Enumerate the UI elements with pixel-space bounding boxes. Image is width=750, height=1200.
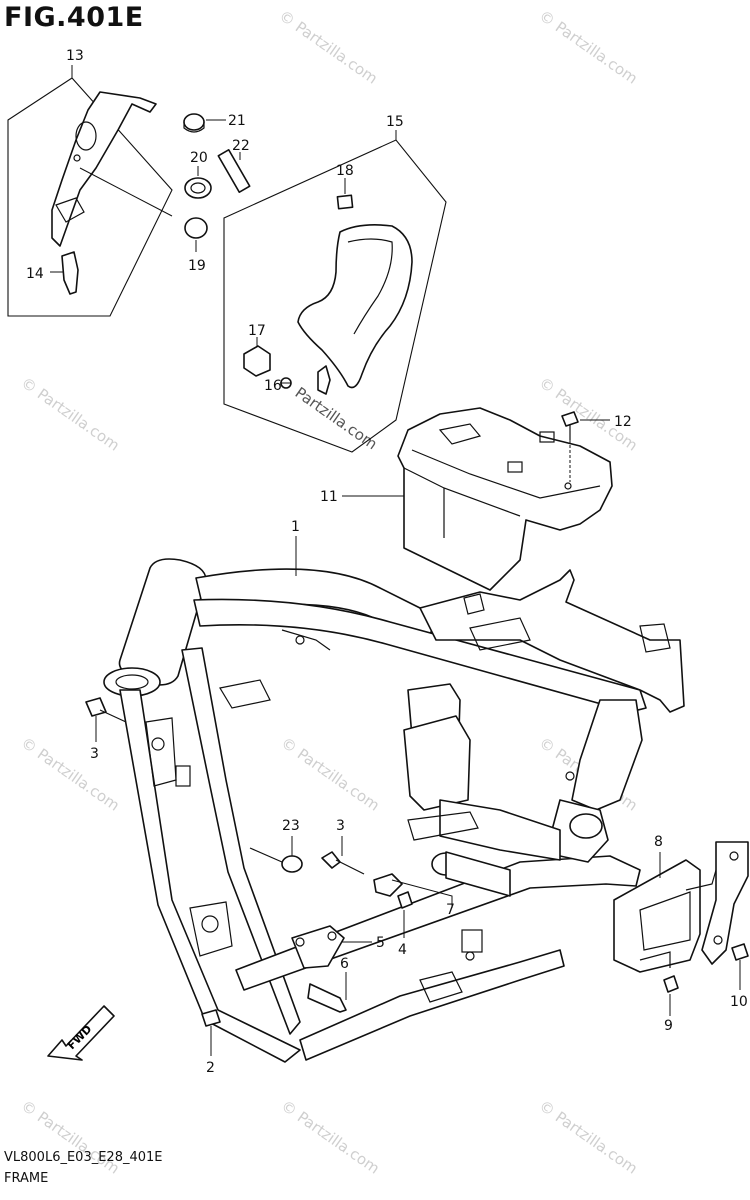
watermark: © Partzilla.com [536, 1097, 641, 1178]
callout-4: 4 [398, 942, 407, 958]
watermark: © Partzilla.com [536, 7, 641, 88]
callout-10: 10 [730, 994, 748, 1010]
callout-5: 5 [376, 935, 385, 951]
callout-3b: 3 [336, 818, 345, 834]
callout-18: 18 [336, 163, 354, 179]
callout-2: 2 [206, 1060, 215, 1076]
callout-9: 9 [664, 1018, 673, 1034]
callout-22: 22 [232, 138, 250, 154]
watermark: © Partzilla.com [278, 734, 383, 815]
fasteners [85, 697, 453, 1056]
watermark: © Partzilla.com [278, 1097, 383, 1178]
callout-7: 7 [446, 902, 455, 918]
callout-14: 14 [26, 266, 44, 282]
cover-group-13 [7, 65, 173, 317]
callout-17: 17 [248, 323, 266, 339]
bracket-group-8 [613, 841, 749, 1016]
callout-1: 1 [291, 519, 300, 535]
callout-23: 23 [282, 818, 300, 834]
small-parts-19-22 [183, 113, 251, 252]
callout-3a: 3 [90, 746, 99, 762]
bolt-12 [561, 411, 610, 482]
callout-6: 6 [340, 956, 349, 972]
callout-20: 20 [190, 150, 208, 166]
watermark: © Partzilla.com [276, 7, 381, 88]
callout-11: 11 [320, 489, 338, 505]
figure-title: FIG.401E [4, 2, 144, 33]
diagram-code: VL800L6_E03_E28_401E [4, 1150, 163, 1165]
callout-16: 16 [264, 378, 282, 394]
callout-21: 21 [228, 113, 246, 129]
callout-8: 8 [654, 834, 663, 850]
callout-labels: 13 14 21 22 20 19 15 18 17 16 12 11 1 3 … [26, 48, 748, 1076]
callout-12: 12 [614, 414, 632, 430]
battery-box-11 [342, 407, 613, 591]
diagram-caption: FRAME [4, 1171, 49, 1186]
watermark-center: Partzilla.com [292, 384, 381, 454]
callout-15: 15 [386, 114, 404, 130]
watermark: © Partzilla.com [18, 1097, 123, 1178]
callout-13: 13 [66, 48, 84, 64]
main-frame-1 [103, 536, 685, 1063]
callout-19: 19 [188, 258, 206, 274]
cover-group-15 [223, 130, 447, 453]
fwd-arrow: FWD [47, 1005, 115, 1061]
watermark: © Partzilla.com [18, 734, 123, 815]
watermark: © Partzilla.com [18, 374, 123, 455]
